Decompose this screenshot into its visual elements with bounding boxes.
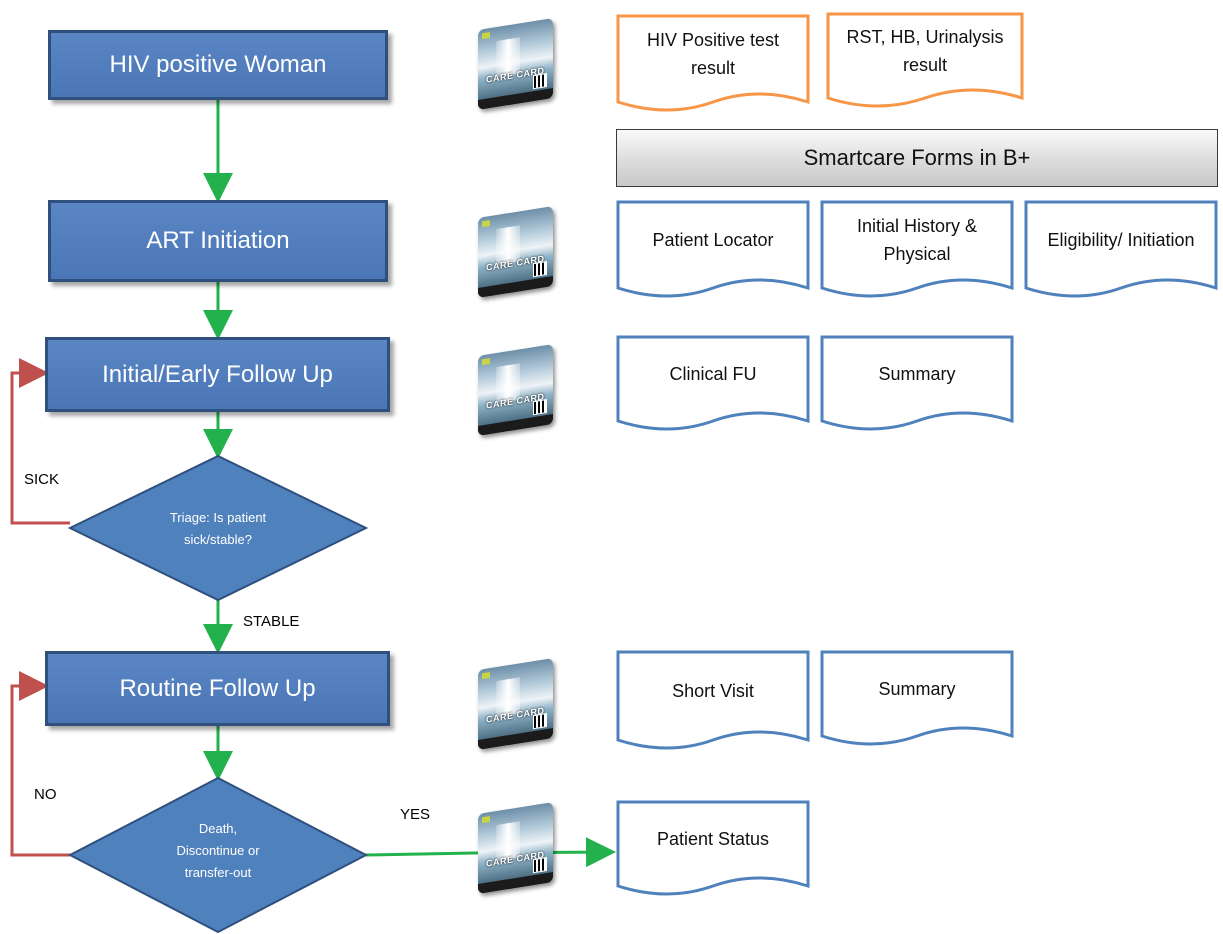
form-eligibility-label: Eligibility/ Initiation	[1047, 230, 1195, 250]
form-summary-routine-label: Summary	[878, 679, 956, 699]
form-short-visit: Short Visit	[616, 650, 810, 754]
doc-rst-line-1: RST, HB, Urinalysis	[846, 27, 1004, 47]
form-clinical-fu: Clinical FU	[616, 335, 810, 435]
process-hiv-positive-woman-label: HIV positive Woman	[109, 51, 327, 78]
form-short-visit-label: Short Visit	[672, 681, 754, 701]
arrow-sick-loop	[10, 358, 70, 525]
form-summary-early: Summary	[820, 335, 1014, 435]
process-routine-follow-up: Routine Follow Up	[45, 651, 390, 726]
form-patient-locator-label: Patient Locator	[652, 230, 774, 250]
smartcare-forms-banner: Smartcare Forms in B+	[616, 129, 1218, 187]
form-patient-status-label: Patient Status	[656, 829, 770, 849]
form-patient-status: Patient Status	[616, 800, 810, 900]
outcome-line-2: Discontinue or	[176, 843, 260, 858]
doc-hiv-test-line-1: HIV Positive test	[646, 30, 780, 50]
doc-rst-hb-urinalysis-result: RST, HB, Urinalysis result	[826, 12, 1024, 112]
arrow-yes-to-status	[364, 837, 616, 868]
form-eligibility-initiation: Eligibility/ Initiation	[1024, 200, 1218, 302]
outcome-decision-text: Death, Discontinue or transfer-out	[130, 817, 306, 885]
doc-hiv-positive-test-result: HIV Positive test result	[616, 14, 810, 116]
care-card-image-1: CARE CARD	[478, 18, 553, 110]
form-clinical-fu-label: Clinical FU	[669, 364, 757, 384]
process-art-initiation: ART Initiation	[48, 200, 388, 282]
form-summary-early-label: Summary	[878, 364, 956, 384]
process-routine-follow-up-label: Routine Follow Up	[119, 674, 316, 702]
outcome-decision-shape	[67, 776, 369, 934]
form-initial-history-line-2: Physical	[883, 244, 951, 264]
outcome-line-1: Death,	[198, 821, 238, 836]
form-summary-routine: Summary	[820, 650, 1014, 750]
outcome-line-3: transfer-out	[184, 865, 252, 880]
care-card-image-2: CARE CARD	[478, 206, 553, 298]
process-hiv-positive-woman: HIV positive Woman	[48, 30, 388, 100]
edge-label-sick: SICK	[24, 471, 60, 488]
doc-rst-line-2: result	[902, 55, 947, 75]
process-initial-follow-up: Initial/Early Follow Up	[45, 337, 390, 412]
process-art-initiation-label: ART Initiation	[146, 227, 290, 254]
form-initial-history-physical: Initial History & Physical	[820, 200, 1014, 302]
triage-line-1: Triage: Is patient	[169, 510, 267, 525]
care-card-image-4: CARE CARD	[478, 658, 553, 750]
triage-decision-shape	[67, 454, 369, 602]
arrow-no-loop	[10, 671, 70, 857]
form-initial-history-line-1: Initial History &	[856, 216, 978, 236]
edge-label-no: NO	[34, 786, 57, 803]
doc-hiv-test-line-2: result	[690, 58, 735, 78]
process-initial-follow-up-label: Initial/Early Follow Up	[102, 360, 333, 388]
edge-label-stable: STABLE	[243, 613, 300, 630]
edge-label-yes: YES	[400, 806, 431, 823]
form-patient-locator: Patient Locator	[616, 200, 810, 302]
triage-decision-text: Triage: Is patient sick/stable?	[130, 506, 306, 552]
care-card-image-3: CARE CARD	[478, 344, 553, 436]
care-card-image-5: CARE CARD	[478, 802, 553, 894]
triage-line-2: sick/stable?	[184, 532, 252, 547]
smartcare-forms-banner-text: Smartcare Forms in B+	[803, 145, 1031, 170]
